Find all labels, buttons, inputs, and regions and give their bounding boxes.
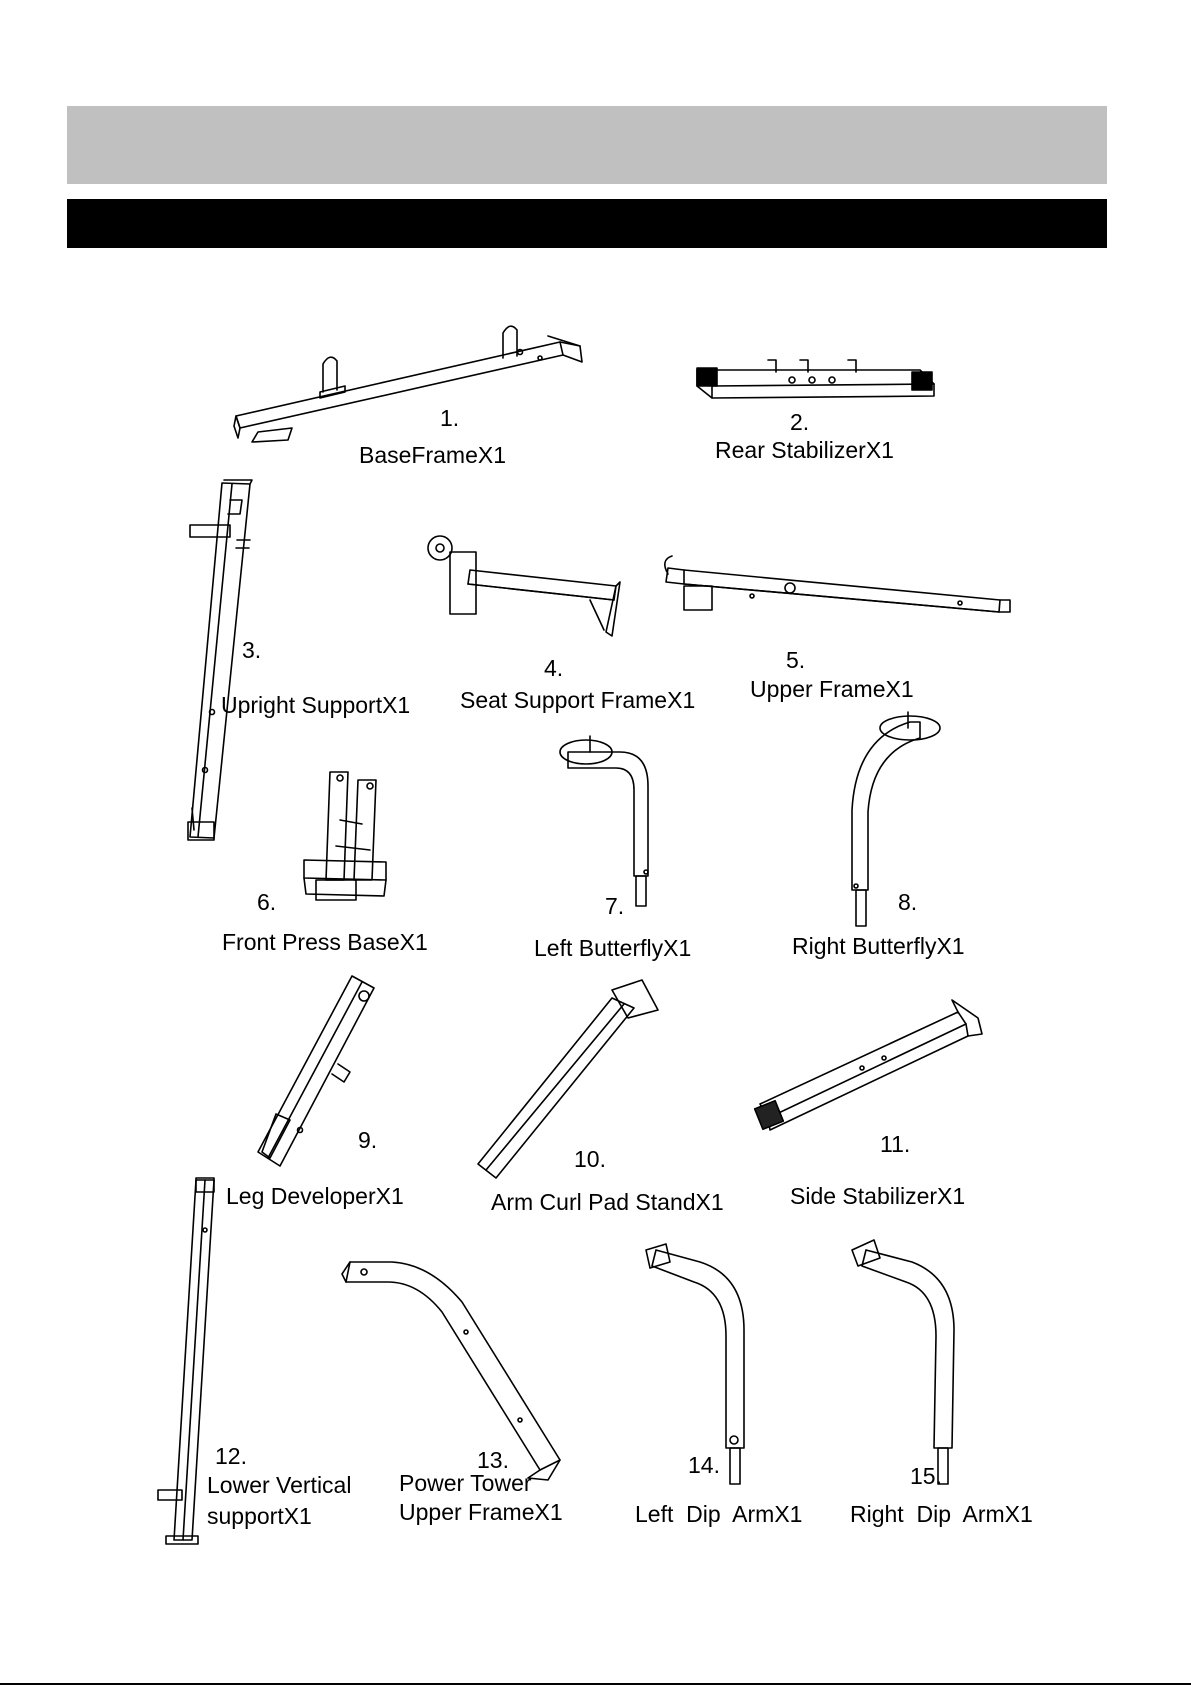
part-4-number: 4. [544,655,564,681]
section-title-bar [67,199,1107,248]
part-8-name: Right ButterflyX1 [792,933,965,959]
seat-support-frame-drawing [428,536,620,636]
part-2-name: Rear StabilizerX1 [715,437,894,463]
part-13-name-line1: Power Tower [399,1470,532,1496]
leg-developer-drawing [258,976,374,1166]
part-7-number: 7. [605,893,625,919]
part-10-name: Arm Curl Pad StandX1 [491,1189,724,1215]
upper-frame-drawing [665,556,1010,612]
part-5-name: Upper FrameX1 [750,676,914,702]
part-2-number: 2. [790,409,810,435]
side-stabilizer-drawing [755,1000,982,1130]
part-4-name: Seat Support FrameX1 [460,687,696,713]
right-dip-arm-drawing [852,1240,954,1484]
part-3-number: 3. [242,637,262,663]
part-5-number: 5. [786,647,806,673]
part-7-name: Left ButterflyX1 [534,935,692,961]
power-tower-upper-frame-drawing [342,1262,560,1480]
part-9-name: Leg DeveloperX1 [226,1183,404,1209]
lower-vertical-support-drawing [158,1178,214,1544]
part-14-number: 14. [688,1452,720,1478]
part-9-number: 9. [358,1127,378,1153]
arm-curl-pad-stand-drawing [478,980,658,1178]
part-13-name-line2: Upper FrameX1 [399,1499,563,1525]
part-6-name: Front Press BaseX1 [222,929,428,955]
part-12-name-line1: Lower Vertical [207,1472,352,1498]
section-header-band [67,106,1107,184]
part-13-number: 13. [477,1447,509,1473]
part-11-number: 11. [880,1131,911,1157]
part-3-name: Upright SupportX1 [221,692,411,718]
part-12-number: 12. [215,1443,247,1469]
part-11-name: Side StabilizerX1 [790,1183,966,1209]
upright-support-drawing [188,480,252,840]
front-press-base-drawing [304,772,386,900]
part-12-name-line2: supportX1 [207,1503,312,1529]
page-bottom-rule [0,1683,1191,1685]
part-1-name: BaseFrameX1 [359,442,507,468]
part-1-number: 1. [440,405,460,431]
left-dip-arm-drawing [646,1244,744,1484]
left-butterfly-drawing [560,736,648,906]
base-frame-drawing [234,326,582,442]
part-14-name: Left Dip ArmX1 [635,1501,803,1527]
part-10-number: 10. [574,1146,606,1172]
part-8-number: 8. [898,889,918,915]
right-butterfly-drawing [852,712,940,926]
part-15-name: Right Dip ArmX1 [850,1501,1033,1527]
rear-stabilizer-drawing [697,360,934,398]
part-6-number: 6. [257,889,277,915]
part-15-number: 15. [910,1463,942,1489]
